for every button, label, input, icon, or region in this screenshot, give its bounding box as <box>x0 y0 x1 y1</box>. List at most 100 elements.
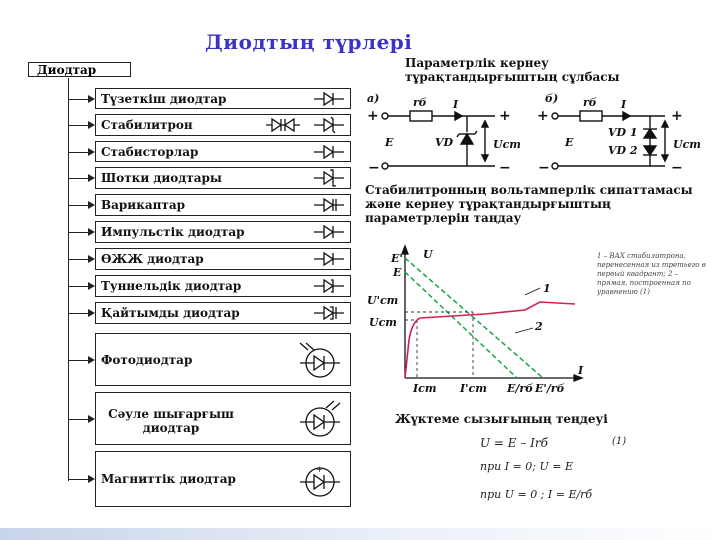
e-rb-label: E/rб <box>506 382 533 395</box>
current-label-b: I <box>620 98 627 111</box>
diode-type-label: Фотодиодтар <box>101 352 193 367</box>
tree-branch <box>68 286 89 287</box>
branch-arrow <box>88 355 95 364</box>
diode-type-box: Сәуле шығарғыш диодтар <box>95 392 351 445</box>
label-b: б) <box>545 92 558 105</box>
stabilizer-circuits: + + − − + + − − а) rб I E VD Uст б) rб I… <box>367 92 701 176</box>
ucm-label-b: Uст <box>673 138 701 151</box>
icm-prime-label: I'ст <box>459 382 487 395</box>
zener-pair-icon <box>266 116 300 138</box>
backward-diode-icon <box>314 304 344 326</box>
uhf-diode-icon <box>314 250 344 272</box>
curve-1-label: 1 <box>543 282 551 295</box>
svg-text:+: + <box>316 465 323 474</box>
zener-diode-icon <box>314 116 344 138</box>
tree-branch <box>68 178 89 179</box>
tree-branch <box>68 259 89 260</box>
varicap-icon <box>314 196 344 218</box>
e-prime-rb-label: E'/rб <box>534 382 565 395</box>
svg-text:+: + <box>367 108 379 124</box>
branch-arrow <box>88 228 95 236</box>
diode-type-box: Қайтымды диодтар <box>95 302 351 324</box>
vac-heading: Стабилитронның вольтамперлік сипаттамасы… <box>365 183 693 225</box>
vac-graph: U I E E' U'ст Uст Iст I'ст E/rб E'/rб 1 … <box>367 244 584 395</box>
diode-type-box: Импульстік диодтар <box>95 221 351 243</box>
schottky-diode-icon <box>314 169 344 191</box>
diode-type-label: Стабисторлар <box>101 145 199 159</box>
diode-type-box: Фотодиодтар <box>95 333 351 386</box>
magnetodiode-icon: + <box>296 460 344 504</box>
branch-arrow <box>88 174 95 182</box>
tree-branch <box>68 418 89 420</box>
diode-type-label: Сәуле шығарғыш диодтар <box>108 407 234 435</box>
condition-1: при I = 0; U = E <box>480 460 573 473</box>
rb-label-b: rб <box>583 96 597 109</box>
axis-i-label: I <box>577 364 584 377</box>
diode-type-label: Магниттік диодтар <box>101 472 236 486</box>
tree-branch <box>68 151 89 153</box>
diode-type-box: Шотки диодтары <box>95 167 351 189</box>
axis-u-label: U <box>423 248 434 261</box>
branch-arrow <box>88 282 95 290</box>
led-icon <box>296 400 344 444</box>
tree-branch <box>68 479 89 480</box>
diode-type-label: ӨЖЖ диодтар <box>101 252 204 266</box>
source-label-b: E <box>564 136 574 149</box>
photodiode-icon <box>296 341 344 385</box>
e-prime-label: E' <box>390 252 403 265</box>
svg-text:−: − <box>538 160 550 176</box>
diode-type-box: Варикаптар <box>95 194 351 216</box>
circuit-heading: Параметрлік кернеу тұрақтандырғыштың сұл… <box>405 56 620 84</box>
diode-type-box: Стабисторлар <box>95 141 351 162</box>
pulse-diode-icon <box>314 223 344 245</box>
ucm-label-a: Uст <box>493 138 521 151</box>
diode-type-box: Стабилитрон <box>95 114 351 136</box>
svg-text:−: − <box>499 160 511 176</box>
stabistor-icon <box>314 143 344 165</box>
tree-branch <box>68 232 89 233</box>
branch-arrow <box>88 147 95 156</box>
tree-branch <box>68 125 89 126</box>
diode-type-label: Қайтымды диодтар <box>101 306 240 320</box>
svg-text:+: + <box>499 108 511 124</box>
rectifier-diode-icon <box>314 90 344 112</box>
vd1-label: VD 1 <box>608 126 638 139</box>
curve-2-label: 2 <box>534 320 543 333</box>
icm-label: Iст <box>412 382 436 395</box>
current-label-a: I <box>452 98 459 111</box>
root-node: Диодтар <box>28 62 131 77</box>
label-a: а) <box>367 92 379 105</box>
eq-number: (1) <box>612 436 627 447</box>
vd-label: VD <box>435 136 454 149</box>
branch-arrow <box>88 121 95 129</box>
vac-legend: 1 – ВАХ стабилитрона, перенесенная из тр… <box>597 252 706 296</box>
svg-text:+: + <box>671 108 683 124</box>
diode-type-label: Шотки диодтары <box>101 171 222 185</box>
branch-arrow <box>88 255 95 263</box>
ucm-label: Uст <box>369 316 397 329</box>
diode-type-label: Туннельдік диодтар <box>101 279 242 293</box>
branch-arrow <box>88 475 95 483</box>
tunnel-diode-icon <box>314 277 344 299</box>
svg-text:−: − <box>368 160 380 176</box>
tree-branch <box>68 98 89 100</box>
branch-arrow <box>88 201 95 209</box>
root-label: Диодтар <box>37 63 97 77</box>
svg-text:−: − <box>671 160 683 176</box>
tree-branch <box>68 313 89 314</box>
branch-arrow <box>88 309 95 317</box>
e-label: E <box>392 266 402 279</box>
page-title: Диодтың түрлері <box>205 30 413 54</box>
diode-type-label: Импульстік диодтар <box>101 225 245 239</box>
load-heading: Жүктеме сызығының теңдеуі <box>395 412 608 426</box>
svg-text:+: + <box>537 108 549 124</box>
diode-type-box: Туннельдік диодтар <box>95 275 351 297</box>
source-label-a: E <box>384 136 394 149</box>
bottom-bar <box>0 528 720 540</box>
diode-type-label: Түзеткіш диодтар <box>101 92 227 106</box>
branch-arrow <box>88 94 95 103</box>
tree-branch <box>68 205 89 206</box>
diode-type-box: ӨЖЖ диодтар <box>95 248 351 270</box>
diode-type-box: Түзеткіш диодтар <box>95 88 351 109</box>
vd2-label: VD 2 <box>608 144 638 157</box>
